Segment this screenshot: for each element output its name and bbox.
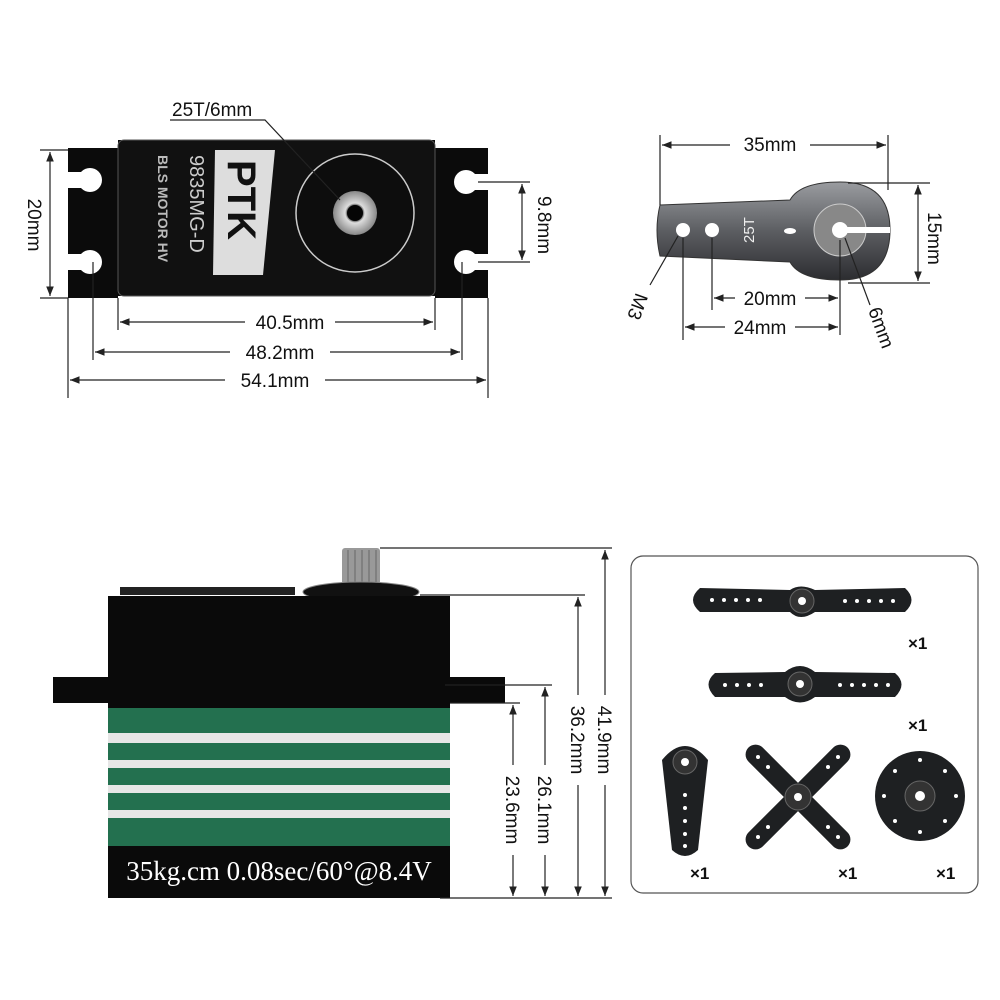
dim-hub-width: 15mm [923,212,944,265]
dim-bore: 6mm [863,305,897,352]
servo-arm-view: 25T 35mm 15mm 20mm 24mm M3 6mm [622,132,944,351]
spline-label: 25T/6mm [172,100,252,121]
model-text: 9835MG-D [185,155,207,253]
qty-long-double-arm: ×1 [908,634,927,653]
qty-short-double-arm: ×1 [908,716,927,735]
spec-text: 35kg.cm 0.08sec/60°@8.4V [126,856,432,886]
dim-case-height: 36.2mm [566,706,587,775]
dim-total-height: 41.9mm [593,706,614,775]
dim-total-width: 54.1mm [241,371,310,392]
brand-logo-text: PTK [219,160,263,240]
dim-tab-top: 26.1mm [533,776,554,845]
ptk-logo [213,150,275,275]
cross-arm-icon [745,744,851,850]
arm-marking: 25T [741,217,758,243]
long-double-arm-icon [693,586,912,617]
dim-tab-bottom: 23.6mm [501,776,522,845]
dim-arm-length: 35mm [744,135,797,156]
short-double-arm-icon [708,666,902,703]
dim-hole1: 20mm [744,289,797,310]
servo-top-view: PTK 9835MG-D BLS MOTOR HV 25T/6mm 20mm 9… [23,100,554,398]
motor-text: BLS MOTOR HV [155,155,171,263]
qty-cross-arm: ×1 [838,864,857,883]
dim-height: 20mm [23,199,44,252]
dim-hole2: 24mm [734,318,787,339]
round-disc-icon [875,751,965,841]
dim-body-width: 40.5mm [256,313,325,334]
dim-hole-width: 48.2mm [246,343,315,364]
single-arm-icon [662,746,708,856]
qty-single-arm: ×1 [690,864,709,883]
qty-round-disc: ×1 [936,864,955,883]
dim-screw: M3 [622,290,651,322]
spline-shaft-icon [342,548,380,588]
accessories-box: ×1 ×1 ×1 ×1 ×1 [630,555,979,894]
dim-hole-spacing: 9.8mm [533,196,554,254]
servo-side-view: 35kg.cm 0.08sec/60°@8.4V 41.9mm 36.2mm 2… [53,547,616,899]
